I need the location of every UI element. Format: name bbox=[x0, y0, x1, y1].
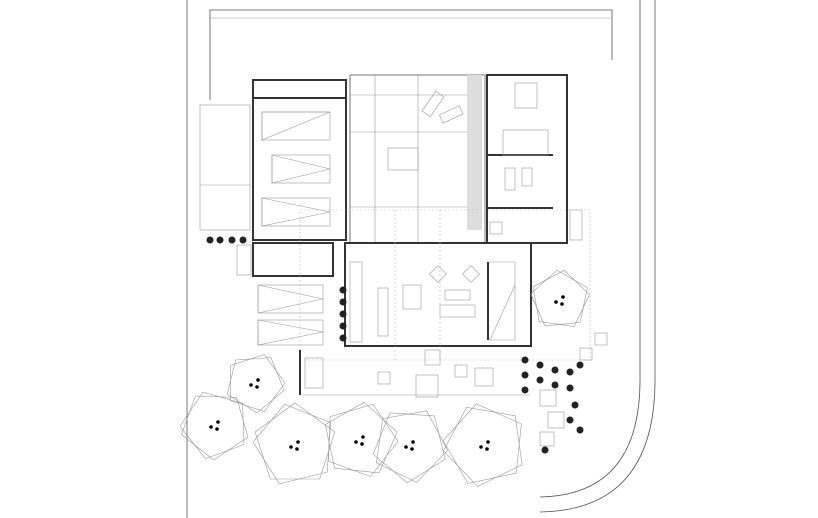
dashed-overhang bbox=[299, 209, 591, 361]
shrub bbox=[551, 381, 559, 389]
shrubs bbox=[206, 236, 584, 454]
shrub bbox=[228, 236, 236, 244]
shrub bbox=[566, 368, 574, 376]
tree bbox=[530, 269, 590, 327]
shrub bbox=[239, 236, 247, 244]
tree bbox=[226, 354, 286, 414]
tree bbox=[324, 401, 399, 477]
living-area bbox=[236, 242, 532, 347]
shrub bbox=[521, 371, 529, 379]
shrub bbox=[339, 322, 347, 330]
shrub bbox=[571, 401, 579, 409]
shrub bbox=[339, 298, 347, 306]
shrub bbox=[339, 334, 347, 342]
tree bbox=[372, 410, 448, 484]
shrub bbox=[541, 446, 549, 454]
shrub bbox=[339, 310, 347, 318]
courtyard bbox=[349, 74, 486, 244]
shrub bbox=[206, 236, 214, 244]
shrub bbox=[521, 386, 529, 394]
shrub bbox=[339, 286, 347, 294]
shrub bbox=[576, 361, 584, 369]
shrub bbox=[566, 416, 574, 424]
terrace bbox=[299, 332, 608, 447]
tree bbox=[179, 391, 249, 461]
shrub bbox=[536, 361, 544, 369]
trees bbox=[179, 269, 590, 487]
stair-ramp bbox=[467, 75, 482, 230]
bedroom-wing bbox=[486, 74, 583, 244]
tree bbox=[442, 403, 523, 487]
shrub bbox=[576, 426, 584, 434]
shrub bbox=[521, 356, 529, 364]
property-boundary bbox=[186, 0, 656, 518]
shrub bbox=[216, 236, 224, 244]
shrub bbox=[536, 376, 544, 384]
garage bbox=[199, 79, 347, 241]
tree bbox=[252, 402, 336, 485]
shrub bbox=[566, 384, 574, 392]
shrub bbox=[551, 366, 559, 374]
